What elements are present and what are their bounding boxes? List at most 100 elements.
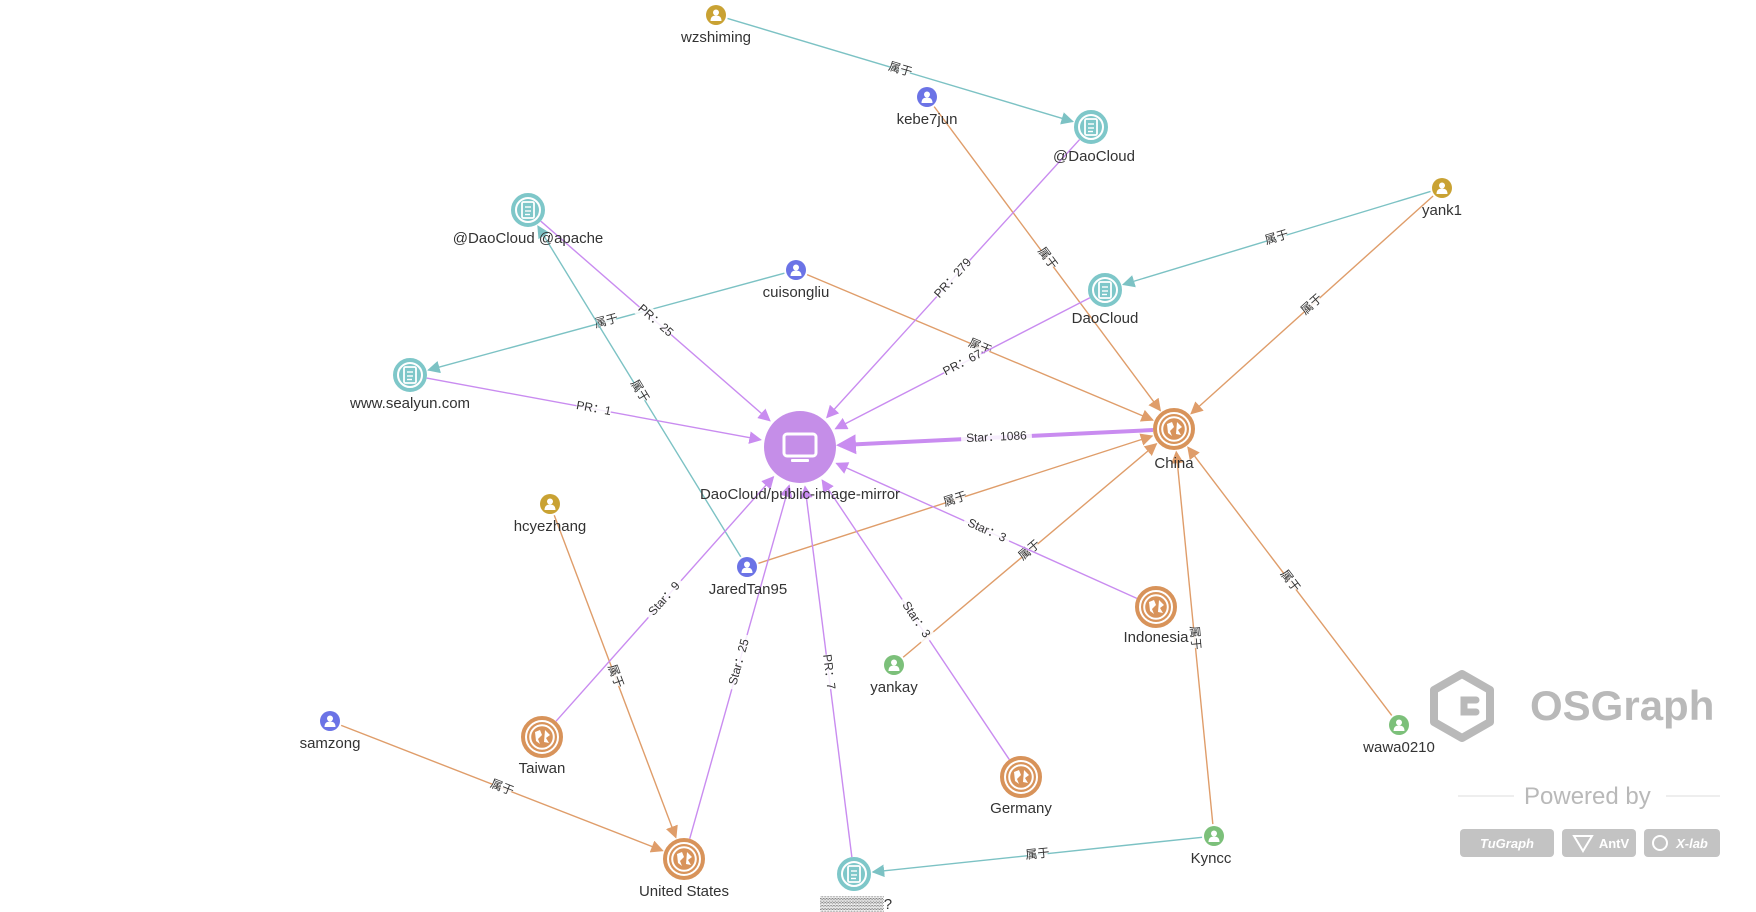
brand-watermark: OSGraph Powered by TuGraph AntV X-lab	[1430, 670, 1720, 857]
node-label: yankay	[870, 679, 918, 696]
country-node-fill[interactable]	[1141, 592, 1171, 622]
edge-label: Star：1086	[960, 427, 1033, 448]
node-label: Kyncc	[1191, 850, 1232, 867]
edge-samzong-to-us[interactable]: 属于	[340, 724, 664, 853]
node-cuisongliu[interactable]: cuisongliu	[763, 260, 830, 301]
edge-label-bg	[1264, 227, 1289, 249]
edge-label-text: PR：1	[575, 398, 613, 418]
edge-wzshiming-to-org_daocloud_top[interactable]: 属于	[727, 17, 1075, 125]
edge-label-text: 属于	[1263, 227, 1290, 247]
edge-jaredtan95-to-org_daocloud_apache[interactable]: 属于	[537, 225, 742, 558]
edge-cuisongliu-to-org_sealyun[interactable]: 属于	[427, 272, 785, 374]
brand-title: OSGraph	[1530, 682, 1714, 729]
monitor-icon	[782, 432, 818, 462]
powered-by-label: Powered by	[1524, 783, 1651, 810]
edge-label-bg	[960, 513, 1013, 549]
edge-label-bg	[895, 595, 937, 645]
edge-jaredtan95-to-china[interactable]: 属于	[758, 433, 1154, 564]
node-org_sealyun[interactable]: www.sealyun.com	[349, 358, 470, 412]
node-label: China	[1154, 455, 1194, 472]
node-org_daocloud_apache[interactable]: @DaoCloud @apache	[453, 193, 604, 247]
edge-label-bg	[642, 575, 688, 623]
edge-org_sealyun-to-repo[interactable]: PR：1	[426, 377, 762, 444]
country-node-fill[interactable]	[1159, 414, 1189, 444]
edge-indonesia-to-repo[interactable]: Star：3	[835, 462, 1138, 600]
edge-yank1-to-china[interactable]: 属于	[1190, 195, 1434, 415]
edge-hcyezhang-to-us[interactable]: 属于	[553, 514, 678, 839]
edge-label-text: Star：25	[725, 637, 751, 687]
edge-label: 属于	[1277, 567, 1303, 595]
edge-label: Star：9	[642, 575, 688, 623]
node-org_daocloud_top[interactable]: @DaoCloud	[1053, 110, 1135, 165]
edge-kyncc-to-org_bottom[interactable]: 属于	[871, 836, 1203, 878]
node-label: Germany	[990, 800, 1052, 817]
edge-label-bg	[724, 632, 755, 692]
node-label: cuisongliu	[763, 284, 830, 301]
edge-org_bottom-to-repo[interactable]: PR：7	[800, 485, 853, 858]
node-kebe7jun[interactable]: kebe7jun	[897, 87, 958, 128]
node-wawa0210[interactable]: wawa0210	[1362, 715, 1435, 756]
globe-icon	[1008, 764, 1034, 790]
edge-china-to-repo[interactable]: Star：1086	[835, 427, 1154, 455]
node-org_bottom[interactable]: ▒▒▒▒▒▒?	[820, 857, 892, 912]
edge-us-to-repo[interactable]: Star：25	[689, 484, 793, 839]
node-indonesia[interactable]: Indonesia	[1123, 586, 1189, 646]
edge-label: PR：67	[940, 346, 986, 380]
node-label: yank1	[1422, 202, 1462, 219]
node-germany[interactable]: Germany	[990, 756, 1052, 817]
node-org_daocloud_mid[interactable]: DaoCloud	[1072, 273, 1139, 327]
edge-label: Star：3	[960, 513, 1013, 549]
edge-label-text: 属于	[941, 489, 968, 510]
repo-node-circle[interactable]	[764, 411, 836, 483]
edge-label: Star：3	[895, 595, 937, 645]
edge-yank1-to-org_daocloud_mid[interactable]: 属于	[1121, 190, 1431, 288]
node-label: kebe7jun	[897, 111, 958, 128]
node-yank1[interactable]: yank1	[1422, 178, 1462, 219]
country-node-fill[interactable]	[1006, 762, 1036, 792]
country-node-fill[interactable]	[527, 722, 557, 752]
globe-icon	[671, 846, 697, 872]
node-label: JaredTan95	[709, 581, 787, 598]
user-icon	[1208, 830, 1220, 842]
xlab-badge: X-lab	[1644, 829, 1720, 857]
node-china[interactable]: China	[1153, 408, 1195, 472]
globe-icon	[1161, 416, 1187, 442]
edge-label: 属于	[488, 776, 516, 800]
node-kyncc[interactable]: Kyncc	[1191, 826, 1232, 867]
svg-text:TuGraph: TuGraph	[1480, 836, 1534, 851]
node-us[interactable]: United States	[639, 838, 729, 900]
edge-label-text: Star：3	[966, 515, 1009, 545]
node-label: wawa0210	[1362, 739, 1435, 756]
edge-label-text: 属于	[1025, 846, 1050, 862]
user-icon	[921, 91, 933, 103]
edge-kyncc-to-china[interactable]: 属于	[1171, 450, 1214, 825]
edge-wawa0210-to-china[interactable]: 属于	[1187, 446, 1393, 716]
edge-label: 属于	[1034, 244, 1061, 272]
country-node-fill[interactable]	[669, 844, 699, 874]
node-repo[interactable]: DaoCloud/public-image-mirror	[700, 411, 900, 503]
edge-label-text: PR：7	[820, 653, 838, 690]
node-label: Indonesia	[1123, 629, 1189, 646]
edge-label-bg	[818, 653, 839, 691]
document-icon	[1084, 118, 1098, 136]
edge-label: PR：7	[818, 653, 839, 691]
edge-label: 属于	[1185, 625, 1204, 651]
edge-org_daocloud_apache-to-repo[interactable]: PR：25	[540, 220, 771, 422]
node-label: DaoCloud/public-image-mirror	[700, 486, 900, 503]
edge-label: 属于	[941, 489, 969, 511]
node-jaredtan95[interactable]: JaredTan95	[709, 557, 787, 598]
node-label: @DaoCloud	[1053, 148, 1135, 165]
node-yankay[interactable]: yankay	[870, 655, 918, 696]
edge-org_daocloud_mid-to-repo[interactable]: PR：67	[834, 297, 1091, 430]
node-taiwan[interactable]: Taiwan	[519, 716, 566, 777]
node-wzshiming[interactable]: wzshiming	[680, 5, 751, 46]
nodes-layer: DaoCloud/public-image-mirror ChinaIndones…	[300, 5, 1462, 912]
user-icon	[888, 659, 900, 671]
node-label: DaoCloud	[1072, 310, 1139, 327]
node-samzong[interactable]: samzong	[300, 711, 361, 752]
node-hcyezhang[interactable]: hcyezhang	[514, 494, 587, 535]
edge-label-bg	[1277, 568, 1303, 595]
document-icon	[1098, 281, 1112, 299]
edge-label-bg	[930, 254, 976, 303]
